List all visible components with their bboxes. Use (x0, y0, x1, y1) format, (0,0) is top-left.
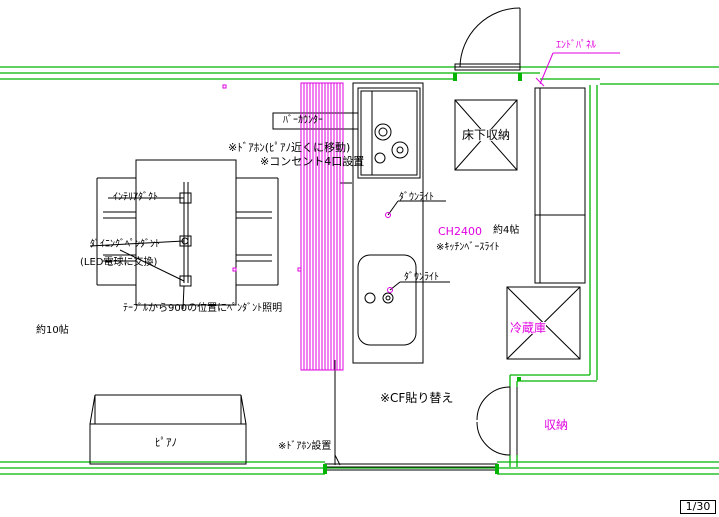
pendant-height-note: ﾃｰﾌﾞﾙから900の位置にﾍﾟﾝﾀﾞﾝﾄ照明 (123, 303, 283, 314)
underfloor-storage-label: 床下収納 (462, 128, 511, 142)
end-panel-label: ｴﾝﾄﾞﾊﾟﾈﾙ (556, 40, 596, 51)
kitchen-base-light-note: ※ｷｯﾁﾝﾍﾞｰｽﾗｲﾄ (436, 242, 500, 253)
intercom-install-note: ※ﾄﾞｱﾎﾝ設置 (278, 441, 332, 452)
fridge-label: 冷蔵庫 (510, 321, 547, 335)
piano-label: ﾋﾟｱﾉ (155, 436, 177, 449)
bar-counter-label: ﾊﾞｰｶｳﾝﾀｰ (283, 115, 323, 126)
downlight-label-1: ﾀﾞｳﾝﾗｲﾄ (399, 192, 434, 203)
structure-lines (89, 7, 586, 471)
page-number: 1/30 (680, 500, 716, 514)
ceiling-height-label: CH2400 (438, 225, 482, 238)
cf-replace-note: ※CF貼り替え (380, 391, 454, 405)
bar-counter (300, 82, 344, 371)
intercom-move-note: ※ﾄﾞｱﾎﾝ(ﾋﾟｱﾉ近くに移動) (228, 141, 351, 154)
kitchen-size-label: 約4帖 (493, 225, 520, 236)
interior-duct-label: ｲﾝﾃﾘｱﾀﾞｸﾄ (113, 192, 158, 203)
wall-markers (323, 73, 522, 474)
walls (0, 66, 719, 475)
dining-pendant-label: ﾀﾞｲﾆﾝｸﾞﾍﾟﾝﾀﾞﾝﾄ (90, 239, 160, 250)
downlight-label-2: ﾀﾞｳﾝﾗｲﾄ (404, 272, 439, 283)
living-size-label: 約10帖 (36, 325, 69, 336)
storage-label: 収納 (544, 418, 569, 432)
annotation-marks (222, 52, 620, 293)
led-swap-label: (LED電球に交換) (80, 257, 158, 268)
outlet-note: ※コンセント4口設置 (260, 155, 365, 168)
